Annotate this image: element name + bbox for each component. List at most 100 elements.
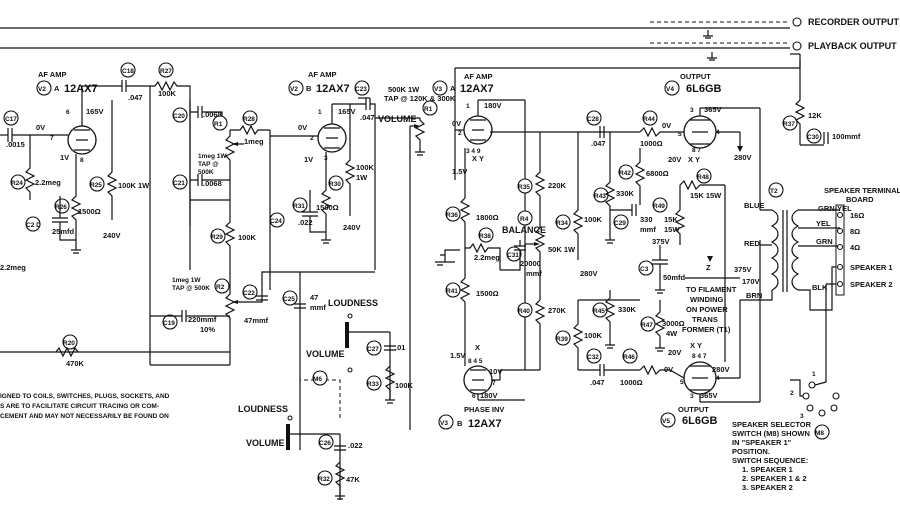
c25-ref: C25 [283, 296, 295, 303]
r30-value-1: 100K [356, 163, 375, 172]
c28-ref: C28 [587, 116, 599, 123]
switch-pos-2: 2 [790, 390, 794, 397]
pin-label-847: 8 7 [692, 147, 701, 154]
r33-resistor [384, 365, 396, 400]
r24-value: 2.2meg [35, 178, 61, 187]
voltage-label: 1.5V [452, 167, 467, 176]
r26-resistor [70, 154, 82, 250]
r28-ref-circle [242, 110, 258, 126]
terminal-grnyel: GRN-YEL [818, 204, 852, 213]
r4-ref-circle [517, 210, 533, 226]
r34-ref: R34 [556, 220, 568, 227]
loudness-label-2: LOUDNESS [238, 404, 288, 414]
r48-ref-circle [696, 168, 712, 184]
switch-contact [347, 313, 353, 319]
r47-value-2: 4W [666, 329, 678, 338]
v5-ref: V5 [662, 418, 670, 425]
treble-pot [224, 130, 236, 200]
r25-value: 100K 1W [118, 181, 150, 190]
c30-value: 100mmf [832, 132, 861, 141]
volume-switch-label-1: VOLUME [306, 349, 345, 359]
terminal-title-2: BOARD [846, 195, 874, 204]
c31-ref: C31 [507, 252, 519, 259]
switch-caption-7: 2. SPEAKER 1 & 2 [742, 474, 807, 483]
v2b-electrodes [324, 127, 340, 149]
c26-ref-circle [318, 434, 334, 450]
pin-label: 1 [466, 103, 470, 110]
r44-ref: R44 [643, 116, 655, 123]
voltage-label: 165V [86, 107, 104, 116]
r38-resistor [465, 242, 501, 270]
pin-label: Z [706, 263, 711, 272]
recorder-output-line [0, 17, 802, 29]
r1vol-ref: R1 [424, 106, 433, 113]
v4-electrodes [690, 119, 710, 145]
speaker-lead-2 [825, 283, 836, 370]
c22-capacitor [238, 271, 270, 303]
terminal-8-label: 8Ω [850, 227, 860, 236]
c19-ref: C19 [163, 320, 175, 327]
switch-contact-6 [832, 392, 840, 400]
wiper-arrow [414, 124, 420, 128]
v5-title: OUTPUT [678, 405, 709, 414]
r1-value-1: 1meg 1W [198, 153, 227, 160]
r41-ref: R41 [446, 288, 458, 295]
r28-value: 1meg [244, 137, 264, 146]
c31-value-1: 20000 [520, 259, 541, 268]
r34-resistor [572, 160, 584, 260]
r24-ref-circle [10, 174, 26, 190]
r36-ref: R36 [446, 212, 458, 219]
m8-ref-circle [814, 424, 830, 440]
switch-pos-3: 3 [800, 413, 804, 420]
r20-ref-circle [62, 334, 78, 350]
r37-ref: R37 [783, 121, 795, 128]
c23-ref: C23 [355, 86, 367, 93]
v2b-type: 12AX7 [316, 83, 350, 95]
c2d-value: 25mfd [52, 227, 75, 236]
voltage-label: 180V [484, 101, 502, 110]
pin-label: 1 [318, 109, 322, 116]
r49-value-1: 15K [664, 215, 678, 224]
r46-value: 1000Ω [620, 378, 643, 387]
r27-ref-circle [158, 62, 174, 78]
r35-value: 220K [548, 181, 567, 190]
r49-value-2: 15W [664, 225, 680, 234]
c20-ref: C20 [173, 113, 185, 120]
r20-value: 470K [66, 359, 85, 368]
v3b-title: PHASE INV [464, 405, 504, 414]
t2-secondary [791, 209, 800, 291]
voltage-label: 170V [742, 277, 760, 286]
r47-value-1: 3000Ω [662, 319, 685, 328]
t2-ref-circle [768, 182, 784, 198]
r41-resistor [459, 270, 471, 340]
v3a-ref: V3 [434, 86, 442, 93]
c18-ref-circle [120, 62, 136, 78]
v2a-type: 12AX7 [64, 83, 98, 95]
v5-ref-circle [660, 412, 676, 428]
ground-symbol [435, 261, 445, 266]
voltage-label: 20V [668, 155, 681, 164]
r37-ref-circle [782, 115, 798, 131]
r26-ref: R26 [55, 204, 67, 211]
c29-ref: C29 [614, 220, 626, 227]
c23-value: .047 [360, 113, 375, 122]
ground-symbol [707, 52, 717, 61]
switch-caption-8: 3. SPEAKER 2 [742, 483, 793, 492]
r32-value: 47K [346, 475, 360, 484]
pin-label: 7 [492, 380, 496, 387]
r32-ref: R32 [318, 476, 330, 483]
c24-value: .022 [298, 218, 313, 227]
c3-value: 50mfd [663, 273, 686, 282]
voltage-label: 10V [489, 367, 502, 376]
r40-ref-circle [517, 302, 533, 318]
switch-pos-1: 1 [812, 371, 816, 378]
terminal-8 [836, 227, 844, 235]
c21-capacitor [190, 174, 230, 186]
r30-resistor [344, 104, 356, 216]
r20-resistor [55, 346, 79, 358]
switch-caption-3: IN "SPEAKER 1" [732, 438, 792, 447]
volume-pot-value-2: TAP @ 120K & 300K [384, 94, 456, 103]
switch-caption-1: SPEAKER SELECTOR [732, 420, 812, 429]
v3a-title: AF AMP [464, 72, 492, 81]
